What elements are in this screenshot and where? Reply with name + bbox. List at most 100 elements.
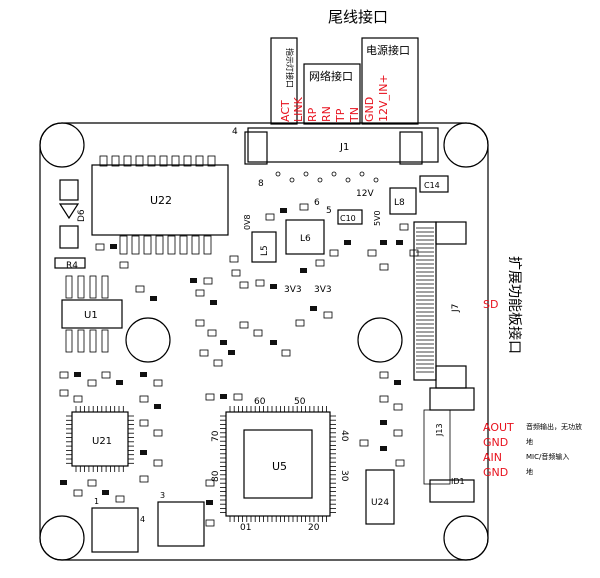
- label-6: 6: [314, 198, 320, 208]
- l8-inductor: [389, 187, 417, 215]
- j13-label: J13: [435, 423, 444, 437]
- power-header-label: 电源接口: [366, 43, 410, 57]
- indicator-header-box: [270, 37, 298, 125]
- u1-label: U1: [84, 310, 98, 321]
- u22-label: U22: [150, 194, 172, 207]
- j1-label: J1: [339, 142, 349, 153]
- pin-rp: RP: [306, 107, 319, 122]
- r4-label: R4: [66, 261, 78, 271]
- pin-link: LINK: [292, 96, 305, 122]
- pin-tn: TN: [348, 107, 361, 123]
- id1-label: ID1: [451, 477, 465, 486]
- smd-components: [59, 203, 419, 527]
- u21-chip: [71, 411, 129, 467]
- j1-pin-8: 8: [258, 179, 264, 189]
- d6-diode-symbol: [58, 203, 80, 220]
- j1-connector: [247, 127, 439, 163]
- d6-label: D6: [77, 209, 87, 222]
- audio-pin-gnd-2: GND: [483, 466, 508, 479]
- pcb-outline: [39, 122, 489, 561]
- sd-label: SD: [483, 298, 498, 311]
- j7-connector: [413, 221, 437, 381]
- c14-cap: [419, 175, 449, 193]
- c14-label: C14: [424, 181, 440, 190]
- audio-desc-aout: 音频输出，无功放: [526, 422, 582, 431]
- d6-bottom-pad: [59, 225, 79, 249]
- audio-pin-gnd-1: GND: [483, 436, 508, 449]
- j1-left-tab: [244, 131, 268, 165]
- id1-box: [429, 479, 475, 503]
- u5-pin-60: 60: [254, 397, 266, 407]
- mount-hole-left-mid: [125, 317, 171, 363]
- j13-body: [423, 409, 451, 485]
- l6-label: L6: [300, 234, 311, 244]
- u5-label: U5: [272, 460, 287, 473]
- u1-chip: [61, 299, 123, 329]
- j1-pins: [275, 171, 379, 183]
- j7-top-tab: [435, 221, 467, 245]
- u24-label: U24: [371, 498, 389, 508]
- u5-pin-70: 70: [211, 430, 221, 442]
- l8-label: L8: [394, 198, 405, 208]
- u1-pins: [65, 275, 109, 353]
- mount-hole-bl: [39, 515, 85, 561]
- mount-hole-tl: [39, 122, 85, 168]
- l6-inductor: [285, 219, 325, 255]
- network-header-label: 网络接口: [309, 69, 353, 83]
- u5-chip: [225, 411, 331, 517]
- pin-act: ACT: [279, 100, 292, 122]
- label-3v3-b: 3V3: [314, 285, 332, 295]
- j1-right-tab: [399, 131, 423, 165]
- mount-hole-br: [443, 515, 489, 561]
- r4-resistor: [54, 257, 86, 269]
- pin-gnd: GND: [363, 97, 376, 122]
- side-label: 扩展功能板接口: [506, 256, 523, 354]
- label-5: 5: [326, 206, 332, 216]
- u5-pin-10: 01: [240, 523, 251, 533]
- label-3v3-a: 3V3: [284, 285, 302, 295]
- audio-pin-ain: AIN: [483, 451, 502, 464]
- l5-inductor: [251, 231, 277, 263]
- diagram-title: 尾线接口: [328, 8, 388, 26]
- u5-pin-40: 40: [339, 430, 349, 442]
- l5-label: L5: [260, 245, 270, 256]
- audio-desc-gnd-1: 地: [526, 437, 533, 446]
- pin-rn: RN: [320, 106, 333, 122]
- d6-top-pad: [59, 179, 79, 201]
- label-0v8: 0V8: [243, 214, 252, 230]
- label-5v0: 5V0: [373, 210, 382, 226]
- u5-pin-50: 50: [294, 397, 306, 407]
- conn-bottom-left-b: [157, 501, 205, 547]
- c10-cap: [337, 209, 363, 225]
- u24-chip: [365, 469, 395, 525]
- conn-pin-3: 3: [160, 491, 165, 500]
- mount-hole-tr: [443, 122, 489, 168]
- label-12v: 12V: [356, 189, 374, 199]
- pin-12v-in: 12V_IN+: [377, 74, 390, 122]
- power-header-box: [361, 37, 419, 125]
- j7-pins: [416, 227, 434, 373]
- u5-pins: [220, 406, 336, 522]
- u22-pins: [99, 155, 216, 255]
- audio-pin-aout: AOUT: [483, 421, 514, 434]
- c10-label: C10: [340, 214, 356, 223]
- j1-pin-4: 4: [232, 127, 238, 137]
- conn-bottom-left-a: [91, 507, 139, 553]
- j7-bottom-tab: [435, 365, 467, 389]
- audio-desc-gnd-2: 地: [526, 467, 533, 476]
- pin-tp: TP: [334, 108, 347, 123]
- audio-desc-ain: MIC/音频输入: [526, 452, 569, 461]
- j7-label: J7: [451, 304, 461, 313]
- conn-pin-4: 4: [140, 515, 145, 524]
- u5-die: [243, 429, 313, 499]
- u5-pin-80: 80: [211, 470, 221, 482]
- indicator-header-label: 指示灯接口: [285, 48, 295, 88]
- conn-pin-1: 1: [94, 497, 99, 506]
- u5-pin-20: 20: [308, 523, 320, 533]
- u21-label: U21: [92, 436, 112, 447]
- network-header-box: [303, 63, 361, 125]
- j13-top: [429, 387, 475, 411]
- u21-pins: [66, 406, 134, 472]
- mount-hole-right-mid: [357, 317, 403, 363]
